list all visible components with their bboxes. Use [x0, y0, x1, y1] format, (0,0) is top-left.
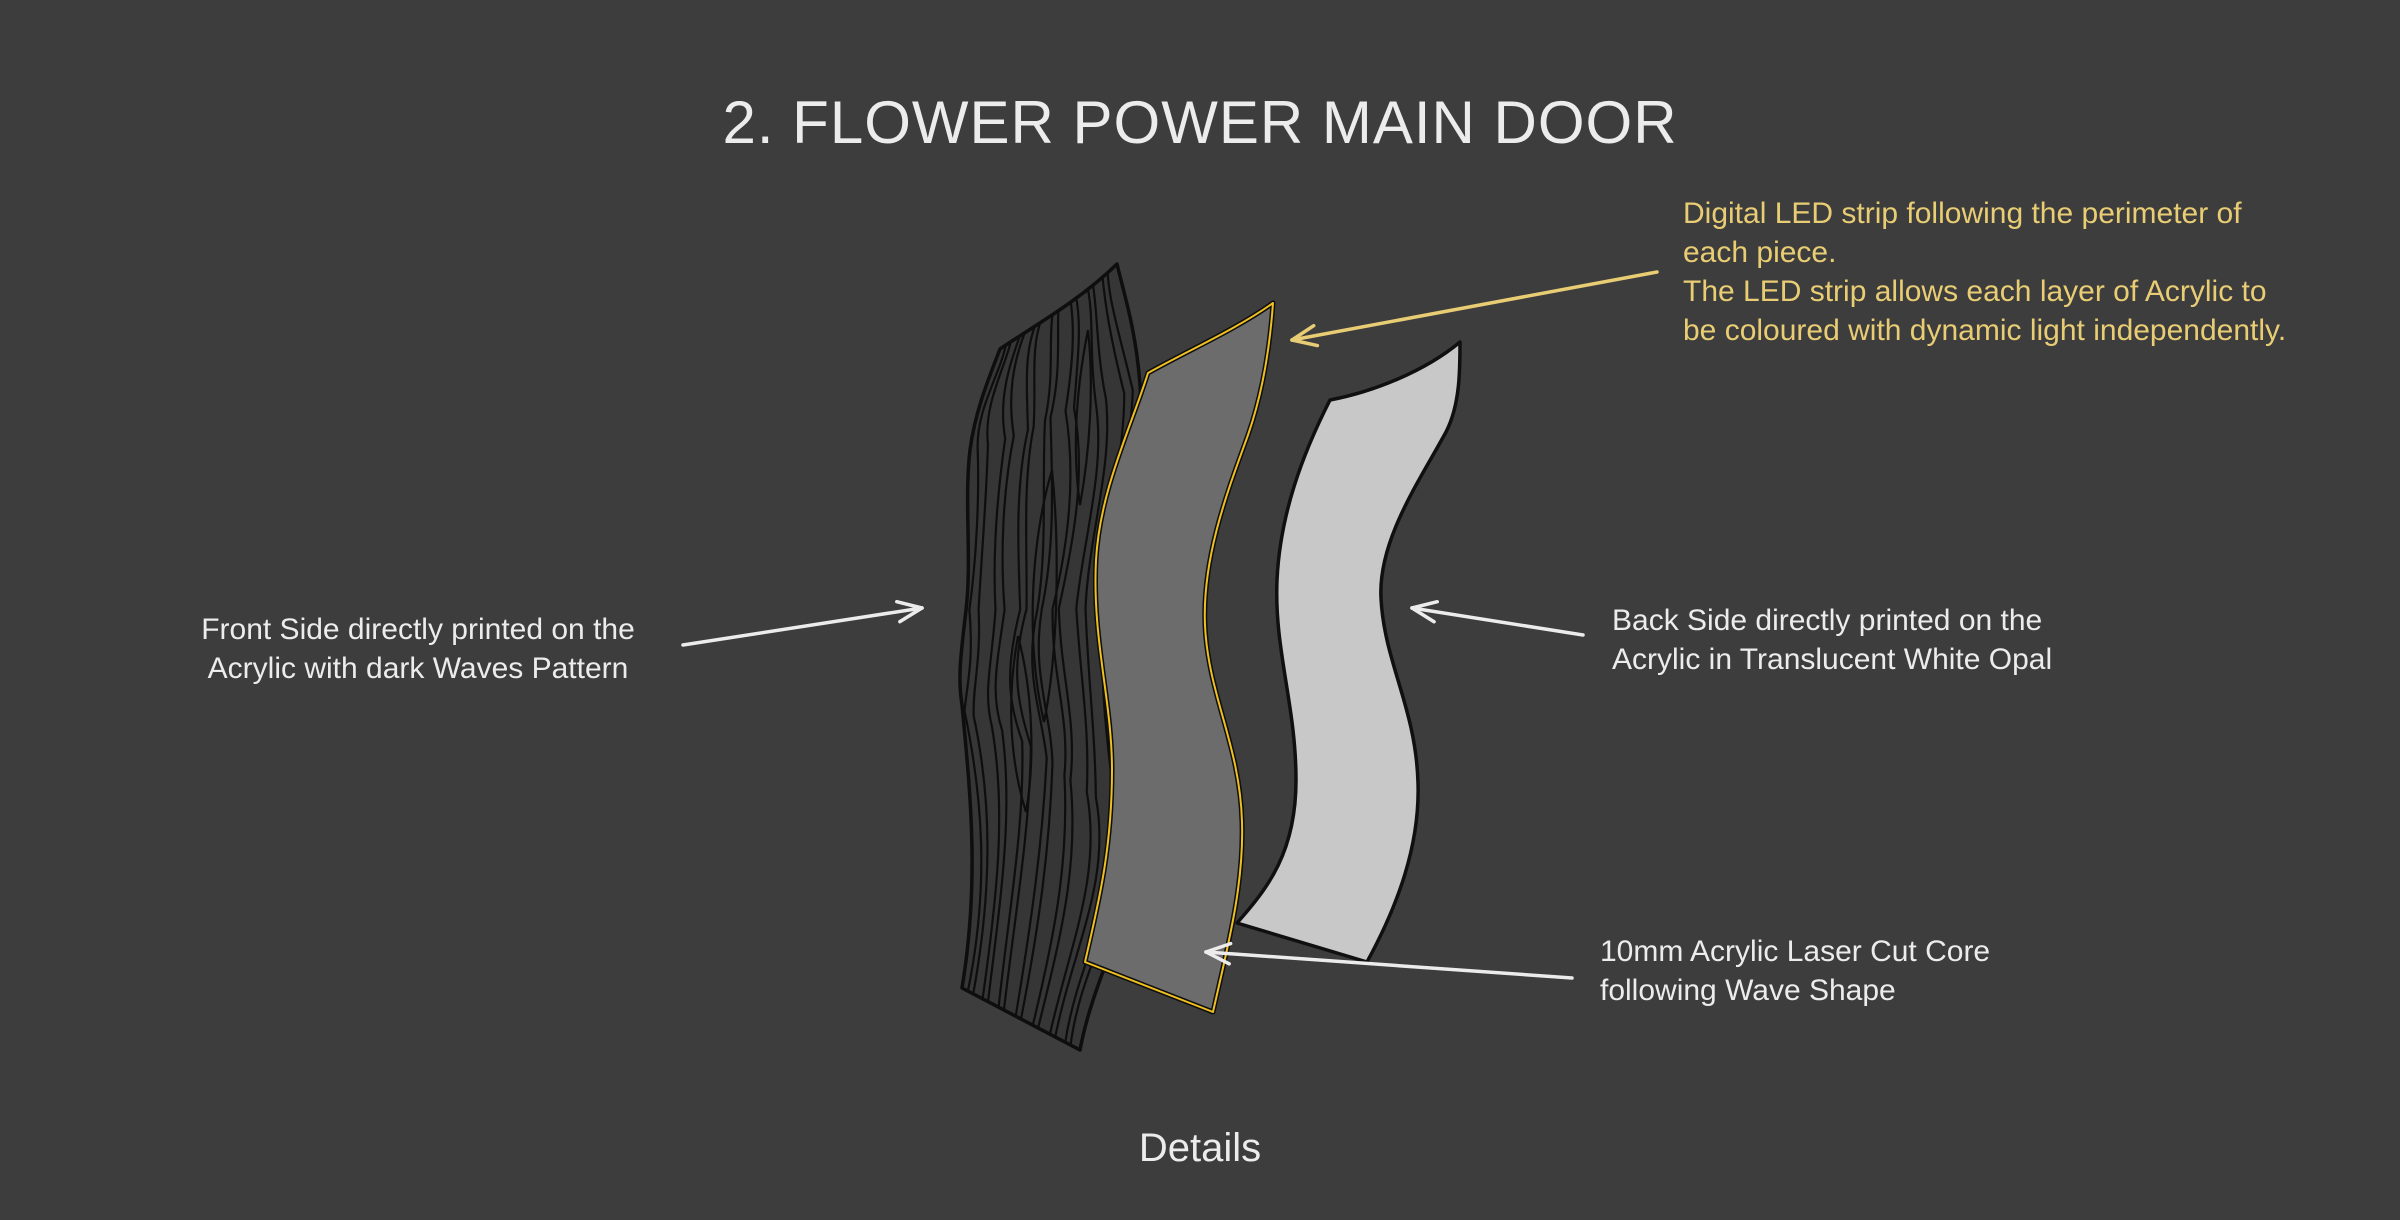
wave-line	[963, 344, 1007, 992]
core-arrow-head	[1204, 941, 1233, 954]
annotation-arrows	[681, 270, 1659, 980]
back-side-annotation: Back Side directly printed on the Acryli…	[1612, 604, 2053, 676]
back-arrow-head	[1410, 599, 1439, 610]
back-arrow-head	[1410, 606, 1436, 624]
wave-line	[1014, 310, 1055, 1017]
wave-line	[1037, 293, 1081, 1029]
led-annotation: Digital LED strip following the perimete…	[1683, 197, 2287, 347]
front-arrow-head	[895, 599, 924, 610]
wave-line	[1054, 281, 1109, 1038]
wave-loop	[1074, 329, 1092, 506]
wave-line	[997, 322, 1038, 1008]
back-layer-shape	[1235, 340, 1462, 964]
led-arrow-head	[1290, 338, 1320, 348]
slide-title: 2. FLOWER POWER MAIN DOOR	[722, 89, 1678, 157]
wave-line	[1019, 306, 1060, 1020]
led-arrow	[1290, 270, 1659, 342]
wave-line	[1048, 285, 1100, 1035]
front-side-annotation: Front Side directly printed on the Acryl…	[201, 613, 635, 685]
waves-pattern	[963, 270, 1134, 1046]
front-arrow-head	[898, 606, 924, 624]
front-arrow	[681, 606, 924, 647]
led-strip-outline	[1084, 302, 1274, 1013]
wave-line	[1031, 297, 1074, 1026]
wave-loop	[1031, 469, 1058, 723]
core-annotation: 10mm Acrylic Laser Cut Core following Wa…	[1600, 935, 1991, 1007]
core-arrow	[1204, 950, 1574, 980]
wave-line	[981, 333, 1022, 1000]
core-arrow-head	[1204, 950, 1231, 966]
wave-line	[986, 329, 1027, 1002]
wave-line	[1002, 318, 1043, 1011]
back-arrow	[1410, 606, 1585, 637]
wave-line	[972, 340, 1013, 995]
details-label: Details	[1138, 1126, 1262, 1170]
led-arrow-head	[1290, 323, 1316, 342]
